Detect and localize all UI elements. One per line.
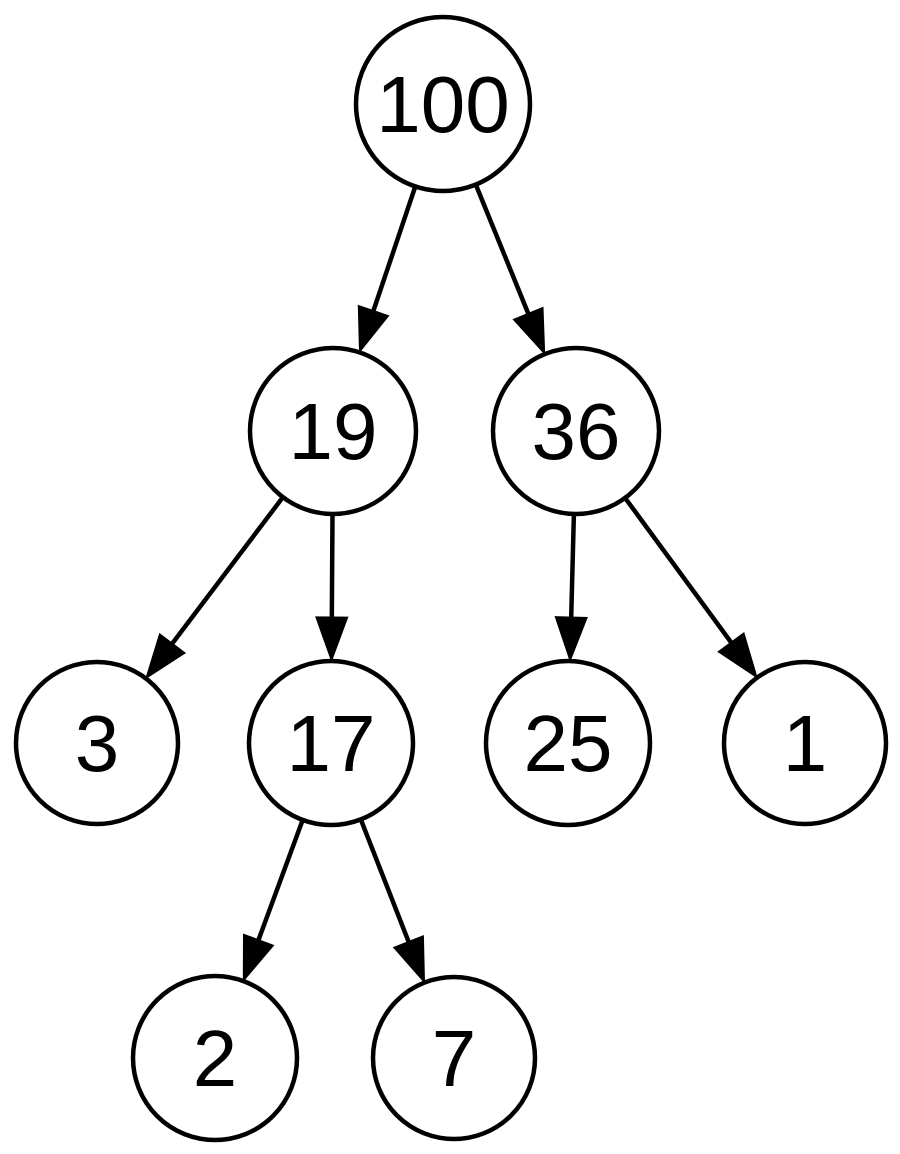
node-circle	[490, 345, 662, 517]
node-label: 25	[524, 699, 613, 788]
node-circle	[130, 973, 300, 1143]
node-label: 2	[193, 1014, 238, 1103]
edges-layer	[145, 183, 758, 984]
node-circle	[721, 659, 889, 827]
arrowhead-icon	[554, 616, 588, 663]
tree-node-1: 1	[721, 659, 889, 827]
tree-node-3: 3	[13, 659, 181, 827]
tree-node-25: 25	[483, 658, 653, 828]
tree-edge-19-to-3	[145, 495, 285, 680]
tree-node-7: 7	[370, 974, 538, 1142]
edge-line	[168, 495, 285, 648]
node-circle	[246, 658, 416, 828]
node-label: 17	[287, 699, 376, 788]
edge-line	[623, 496, 736, 647]
arrowhead-icon	[512, 306, 546, 356]
tree-node-100: 100	[353, 14, 533, 194]
tree-node-2: 2	[130, 973, 300, 1143]
tree-edge-100-to-36	[473, 183, 546, 356]
node-circle	[353, 14, 533, 194]
node-circle	[370, 974, 538, 1142]
edge-line	[358, 818, 413, 947]
node-circle	[13, 659, 181, 827]
node-circle	[483, 658, 653, 828]
node-label: 3	[75, 699, 120, 788]
tree-edge-19-to-17	[315, 513, 349, 663]
node-label: 7	[432, 1014, 477, 1103]
edge-line	[370, 185, 418, 316]
tree-node-17: 17	[246, 658, 416, 828]
tree-node-19: 19	[247, 345, 419, 517]
edge-line	[473, 183, 532, 318]
arrowhead-icon	[315, 616, 349, 663]
nodes-layer: 100 19 36 3 17 25 1 2 7	[13, 14, 889, 1143]
node-label: 36	[532, 387, 621, 476]
node-label: 100	[376, 60, 509, 149]
arrowhead-icon	[242, 933, 275, 983]
tree-edge-17-to-7	[358, 818, 426, 984]
arrowhead-icon	[717, 631, 758, 679]
node-circle	[247, 345, 419, 517]
arrowhead-icon	[357, 304, 390, 354]
node-label: 1	[783, 699, 828, 788]
edge-line	[568, 513, 577, 622]
edge-line	[329, 513, 335, 622]
arrowhead-icon	[392, 934, 426, 984]
tree-node-36: 36	[490, 345, 662, 517]
tree-edge-17-to-2	[242, 819, 305, 983]
tree-edge-36-to-25	[554, 513, 588, 663]
arrowhead-icon	[145, 632, 187, 680]
node-label: 19	[289, 387, 378, 476]
tree-edge-100-to-19	[357, 185, 418, 354]
edge-line	[255, 819, 305, 945]
tree-edge-36-to-1	[623, 496, 758, 679]
